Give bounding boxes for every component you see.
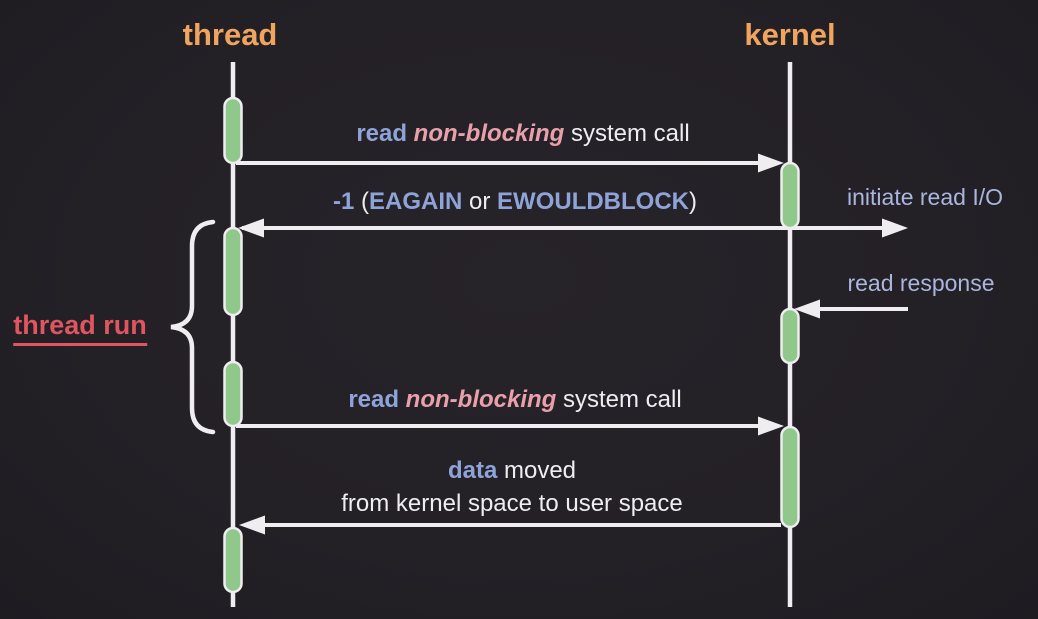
message-return-1-label: -1 (EAGAIN or EWOULDBLOCK): [333, 188, 697, 216]
thread-activation-1: [223, 96, 243, 165]
return2-line2: from kernel space to user space: [341, 490, 683, 517]
return2-line1: data moved: [341, 454, 683, 487]
arrow-return-2: [239, 515, 781, 535]
kernel-activation-2: [780, 307, 800, 365]
thread-activation-4: [223, 526, 243, 594]
participant-thread-title: thread: [182, 17, 278, 52]
thread-activation-3: [223, 360, 243, 428]
participant-kernel-title: kernel: [744, 17, 836, 52]
message-call-2-label: read non-blocking system call: [348, 386, 681, 414]
message-call-1-label: read non-blocking system call: [356, 120, 689, 148]
thread-run-text: thread run: [13, 310, 147, 346]
return2-rest: moved: [497, 457, 577, 484]
return1-paren-close: ): [689, 188, 698, 215]
call1-rest: system call: [564, 120, 690, 147]
call2-rest: system call: [556, 386, 682, 413]
kernel-activation-3: [780, 425, 800, 529]
call1-keyword: read: [356, 120, 408, 147]
return1-eagain: EAGAIN: [369, 188, 463, 215]
arrow-call-2: [236, 416, 784, 436]
kernel-activation-1: [780, 161, 800, 230]
call2-emphasis: non-blocking: [399, 386, 557, 413]
initiate-read-io-label: initiate read I/O: [847, 184, 1003, 210]
thread-run-brace: [170, 219, 216, 435]
return1-value: -1: [332, 188, 355, 215]
thread-run-label: thread run: [13, 310, 147, 346]
message-return-2-label: data moved from kernel space to user spa…: [341, 454, 683, 520]
read-response-label: read response: [847, 270, 995, 296]
return1-paren-open: (: [354, 188, 369, 215]
thread-activation-2: [223, 226, 243, 317]
return1-ewouldblock: EWOULDBLOCK: [497, 188, 690, 215]
return2-keyword: data: [447, 457, 498, 484]
return1-or: or: [462, 188, 498, 215]
arrow-call-1: [236, 153, 784, 173]
call2-keyword: read: [348, 386, 400, 413]
call1-emphasis: non-blocking: [407, 120, 565, 147]
arrow-read-response: [794, 299, 908, 319]
arrow-return-1-and-initiate-io: [238, 218, 908, 238]
